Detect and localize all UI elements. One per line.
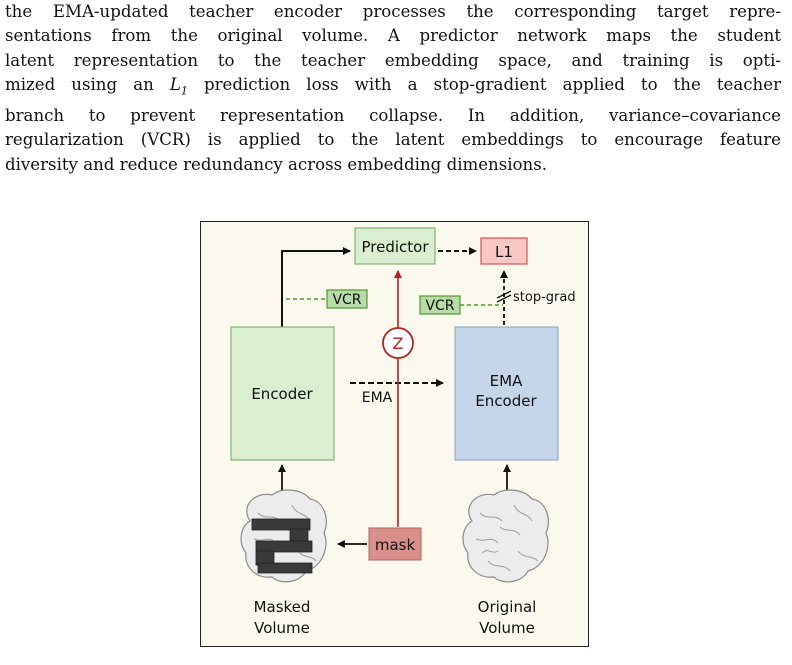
ema-update-label: EMA — [362, 390, 393, 406]
math-l1: L1 — [169, 75, 188, 97]
stop-grad-mark-1 — [496, 290, 512, 299]
stop-grad-mark-2 — [496, 294, 512, 303]
masked-brain-icon — [240, 489, 327, 583]
paragraph-line-5: branch to prevent representation collaps… — [5, 105, 781, 125]
predictor-label: Predictor — [361, 238, 429, 256]
architecture-figure: Predictor L1 VCR VCR stop-grad Encoder E… — [200, 221, 589, 647]
stop-grad-label: stop-grad — [513, 290, 576, 305]
paragraph-line-4-end: prediction loss with a stop-gradient app… — [203, 75, 781, 95]
paragraph-line-4: mized using an L1 prediction loss with a… — [5, 73, 781, 104]
vcr-right-label: VCR — [425, 298, 454, 314]
paragraph-line-7: diversity and reduce redundancy across e… — [5, 154, 548, 174]
latent-z-label: Z — [393, 334, 404, 353]
ema-encoder-label-1: EMA — [490, 372, 523, 390]
original-brain-icon — [462, 489, 549, 583]
body-paragraph: the EMA-updated teacher encoder processe… — [5, 0, 781, 177]
vcr-left-label: VCR — [332, 292, 361, 308]
paragraph-line-4-start: mized using an — [5, 75, 170, 95]
latent-z-circle — [382, 327, 414, 359]
encoder-box — [230, 326, 335, 461]
ema-encoder-label-2: Encoder — [475, 392, 537, 410]
ema-encoder-box — [454, 326, 559, 461]
original-volume-label-1: Original — [478, 598, 537, 616]
original-volume-label-2: Volume — [479, 619, 535, 637]
paragraph-line-1: the EMA-updated teacher encoder processe… — [5, 2, 781, 21]
encoder-label: Encoder — [251, 385, 313, 403]
mask-box — [368, 527, 422, 561]
paragraph-line-6: regularization (VCR) is applied to the l… — [5, 130, 781, 150]
masked-volume-label-2: Volume — [254, 619, 310, 637]
math-subscript: 1 — [180, 84, 188, 98]
mask-label: mask — [375, 536, 416, 554]
paragraph-line-3: latent representation to the teacher emb… — [5, 50, 781, 70]
loss-l1-label: L1 — [495, 243, 513, 261]
masked-volume-label-1: Masked — [254, 598, 311, 616]
loss-l1-box — [480, 237, 528, 265]
math-l: L — [169, 75, 181, 95]
vcr-left-box — [326, 289, 368, 309]
architecture-diagram: Predictor L1 VCR VCR stop-grad Encoder E… — [200, 221, 589, 647]
paragraph-line-2: sentations from the original volume. A p… — [5, 26, 781, 46]
encoder-to-predictor-arrow — [281, 247, 351, 329]
predictor-box — [354, 227, 436, 265]
